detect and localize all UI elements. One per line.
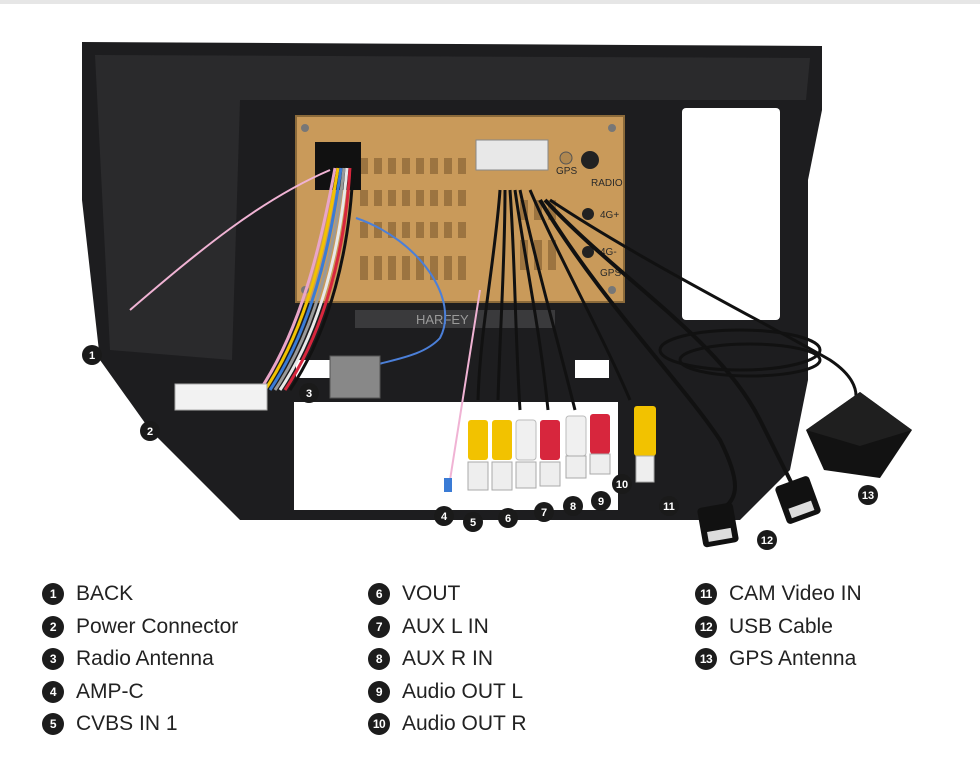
- legend-number: 6: [368, 583, 390, 606]
- product-photo: GPS RADIO 4G+ 4G- GPS HARFEY: [82, 42, 912, 550]
- legend-item: 12 USB Cable: [695, 611, 862, 644]
- legend-item: 13 GPS Antenna: [695, 643, 862, 676]
- svg-text:3: 3: [306, 388, 312, 400]
- svg-text:11: 11: [663, 501, 675, 513]
- svg-text:1: 1: [89, 350, 95, 362]
- legend-label: GPS Antenna: [729, 647, 857, 671]
- legend-item: 1 BACK: [42, 578, 238, 611]
- legend-number: 7: [368, 615, 390, 638]
- callout-4: 4: [434, 506, 454, 526]
- 4g-minus-label: 4G-: [600, 247, 617, 258]
- legend-number: 5: [42, 713, 64, 736]
- watermark: HARFEY: [416, 312, 469, 327]
- svg-text:9: 9: [598, 496, 604, 508]
- usb-connector-2: [775, 476, 821, 524]
- callout-5: 5: [463, 512, 483, 532]
- radio-port-label: RADIO: [591, 178, 623, 189]
- legend-label: USB Cable: [729, 614, 833, 638]
- legend-number: 12: [695, 615, 717, 638]
- callout-7: 7: [534, 502, 554, 522]
- legend-item: 8 AUX R IN: [368, 643, 527, 676]
- gps-port-label: GPS: [556, 166, 577, 177]
- legend-item: 9 Audio OUT L: [368, 676, 527, 709]
- top-divider: [0, 0, 980, 4]
- legend-label: CAM Video IN: [729, 582, 862, 606]
- legend-item: 11 CAM Video IN: [695, 578, 862, 611]
- callout-6: 6: [498, 508, 518, 528]
- legend-item: 5 CVBS IN 1: [42, 708, 238, 741]
- legend-number: 2: [42, 615, 64, 638]
- legend-label: Radio Antenna: [76, 647, 214, 671]
- callout-2: 2: [140, 421, 160, 441]
- svg-text:5: 5: [470, 517, 476, 529]
- callout-13: 13: [858, 485, 878, 505]
- legend-item: 4 AMP-C: [42, 676, 238, 709]
- callout-9: 9: [591, 491, 611, 511]
- legend-column-2: 6 VOUT 7 AUX L IN 8 AUX R IN 9 Audio OUT L 1…: [368, 578, 527, 741]
- legend-label: VOUT: [402, 582, 461, 606]
- svg-text:6: 6: [505, 513, 511, 525]
- rca-plugs: [444, 406, 656, 492]
- 4g-plus-label: 4G+: [600, 210, 619, 221]
- frame-opening: [294, 402, 618, 510]
- svg-text:7: 7: [541, 507, 547, 519]
- legend-label: CVBS IN 1: [76, 712, 178, 736]
- legend-label: AUX R IN: [402, 647, 494, 671]
- legend-label: AMP-C: [76, 679, 144, 703]
- legend-number: 10: [368, 713, 390, 736]
- callout-10: 10: [612, 474, 632, 494]
- svg-text:2: 2: [147, 426, 153, 438]
- usb-connector-1: [697, 502, 739, 548]
- svg-text:8: 8: [570, 501, 576, 513]
- legend-label: BACK: [76, 582, 134, 606]
- frame-window: [682, 108, 780, 320]
- legend-number: 1: [42, 583, 64, 606]
- legend-number: 11: [695, 583, 717, 606]
- legend-item: 10 Audio OUT R: [368, 708, 527, 741]
- legend-number: 13: [695, 648, 717, 671]
- legend-number: 4: [42, 680, 64, 703]
- svg-text:13: 13: [862, 490, 874, 502]
- callout-3: 3: [299, 383, 319, 403]
- legend-number: 9: [368, 680, 390, 703]
- callout-12: 12: [757, 530, 777, 550]
- svg-text:4: 4: [441, 511, 448, 523]
- svg-text:10: 10: [616, 479, 628, 491]
- callout-1: 1: [82, 345, 102, 365]
- legend-label: Audio OUT R: [402, 712, 527, 736]
- legend-number: 3: [42, 648, 64, 671]
- legend-item: 3 Radio Antenna: [42, 643, 238, 676]
- gps2-port-label: GPS: [600, 268, 621, 279]
- callout-8: 8: [563, 496, 583, 516]
- legend-column-3: 11 CAM Video IN 12 USB Cable 13 GPS Antenna: [695, 578, 862, 676]
- callout-11: 11: [659, 496, 679, 516]
- legend-item: 6 VOUT: [368, 578, 527, 611]
- legend-label: Power Connector: [76, 614, 239, 638]
- legend-item: 2 Power Connector: [42, 611, 238, 644]
- svg-text:12: 12: [761, 535, 773, 547]
- legend-label: AUX L IN: [402, 614, 489, 638]
- legend-item: 7 AUX L IN: [368, 611, 527, 644]
- legend-number: 8: [368, 648, 390, 671]
- legend-label: Audio OUT L: [402, 679, 524, 703]
